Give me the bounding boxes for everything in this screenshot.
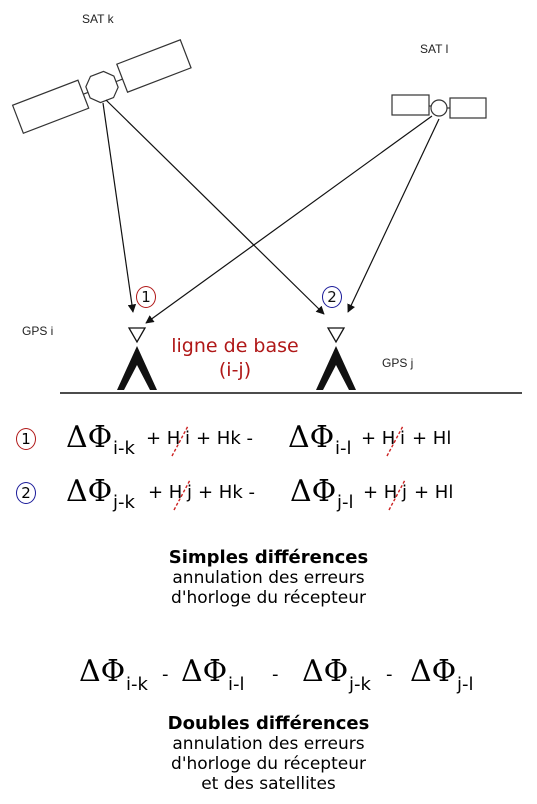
- subscript: j-l: [337, 492, 354, 513]
- baseline-label-line1: ligne de base: [171, 335, 299, 357]
- delta-phi: ΔΦ: [79, 654, 126, 689]
- equation-2: 2 ΔΦ j-k + H j + Hk - ΔΦ j-l + H j + Hl: [0, 474, 537, 514]
- double-differences-line3: et des satellites: [201, 774, 336, 794]
- simple-differences-line2: d'horloge du récepteur: [171, 588, 366, 608]
- subscript: i-k: [113, 438, 135, 459]
- marker-1-equation: 1: [16, 428, 36, 450]
- marker-2-equation: 2: [16, 482, 36, 504]
- simple-differences-caption: Simples différences annulation des erreu…: [0, 547, 537, 609]
- delta-phi: ΔΦ: [66, 474, 113, 509]
- subscript: i-l: [335, 438, 352, 459]
- clock-term: + H: [146, 428, 181, 449]
- cancel-slash-3: [173, 479, 191, 511]
- clock-term: + H: [148, 482, 183, 503]
- double-differences-caption: Doubles différences annulation des erreu…: [0, 713, 537, 795]
- clock-term: + H: [363, 482, 398, 503]
- clock-term-index: i: [400, 428, 406, 449]
- sat-l-label: SAT l: [420, 42, 449, 56]
- baseline-label-line2: (i-j): [218, 359, 252, 381]
- double-differences-line1: annulation des erreurs: [172, 734, 365, 754]
- clock-term: + Hk -: [196, 428, 253, 449]
- gps-j-label: GPS j: [382, 356, 414, 370]
- signal-k-to-i: [102, 102, 137, 313]
- delta-phi: ΔΦ: [290, 474, 337, 509]
- delta-phi: ΔΦ: [66, 420, 113, 455]
- satellite-l-icon: [391, 94, 487, 119]
- delta-phi: ΔΦ: [288, 420, 335, 455]
- receiver-i-icon: [117, 327, 157, 390]
- minus-sign: -: [272, 664, 279, 685]
- simple-differences-title: Simples différences: [168, 547, 369, 568]
- marker-1-diagram: 1: [136, 286, 156, 308]
- subscript: j-k: [113, 492, 135, 513]
- sat-k-label: SAT k: [82, 12, 114, 26]
- clock-term-index: j: [187, 482, 193, 503]
- double-differences-title: Doubles différences: [167, 713, 370, 734]
- gps-i-label: GPS i: [22, 324, 54, 338]
- marker-2-diagram: 2: [322, 286, 342, 308]
- simple-differences-line1: annulation des erreurs: [172, 568, 365, 588]
- cancel-slash-2: [386, 425, 404, 457]
- subscript: j-l: [457, 674, 474, 695]
- satellite-k-icon: [11, 39, 192, 135]
- clock-term: + H: [361, 428, 396, 449]
- delta-phi: ΔΦ: [181, 654, 228, 689]
- subscript: j-k: [349, 674, 371, 695]
- clock-term: + Hl: [414, 482, 454, 503]
- delta-phi: ΔΦ: [410, 654, 457, 689]
- double-difference-equation: ΔΦ i-k - ΔΦ i-l - ΔΦ j-k - ΔΦ j-l: [0, 654, 537, 695]
- subscript: i-l: [228, 674, 245, 695]
- subscript: i-k: [126, 674, 148, 695]
- clock-term: + Hl: [412, 428, 452, 449]
- clock-term-index: i: [185, 428, 191, 449]
- double-differences-line2: d'horloge du récepteur: [171, 754, 366, 774]
- clock-term: + Hk -: [198, 482, 255, 503]
- gps-diagram: [11, 39, 522, 394]
- cancellation-marks: [171, 425, 406, 511]
- signal-l-to-j: [347, 118, 440, 313]
- equation-1: 1 ΔΦ i-k + H i + Hk - ΔΦ i-l + H i + Hl: [0, 420, 537, 460]
- signal-k-to-j: [105, 99, 325, 315]
- receiver-j-icon: [316, 327, 356, 390]
- minus-sign: -: [386, 664, 393, 685]
- baseline-label: ligne de base (i-j): [150, 334, 320, 382]
- cancel-slash-4: [388, 479, 406, 511]
- delta-phi: ΔΦ: [302, 654, 349, 689]
- minus-sign: -: [162, 664, 169, 685]
- cancel-slash-1: [171, 425, 189, 457]
- signal-l-to-i: [145, 115, 433, 324]
- clock-term-index: j: [402, 482, 408, 503]
